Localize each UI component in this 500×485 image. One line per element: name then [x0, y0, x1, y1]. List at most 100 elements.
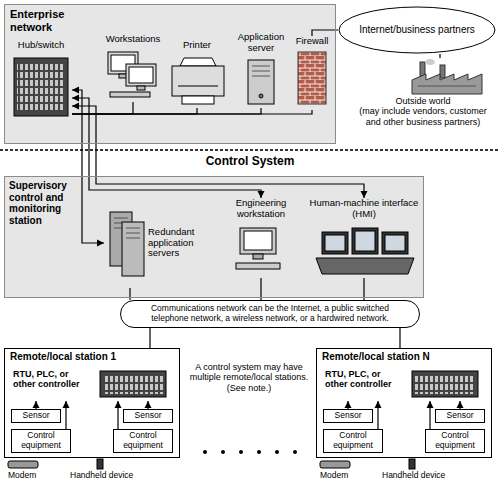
node-label: Control equipment	[14, 431, 68, 451]
panel-fill	[4, 4, 336, 144]
connector	[72, 98, 261, 198]
node-label: Firewall	[292, 36, 332, 47]
network-panel: Enterprise networkHub/switch Workstations…	[4, 4, 336, 144]
hmi-console: Human-machine interface (HMI)	[309, 198, 419, 278]
node-label: Internet/business partners	[359, 24, 475, 36]
engineering-workstation-icon	[236, 228, 280, 269]
arrowhead	[375, 401, 382, 408]
arrowhead	[97, 240, 104, 247]
equipment-box: Control equipment	[11, 429, 71, 453]
arrowhead	[345, 401, 352, 408]
connector	[72, 106, 364, 198]
application-server: Application server	[234, 32, 288, 108]
arrowhead	[72, 103, 79, 110]
server-icon	[248, 60, 274, 104]
node-label: Redundant application servers	[148, 227, 212, 260]
hub-switch: Hub/switch	[10, 40, 72, 120]
node-label: RTU, PLC, or other controller	[13, 369, 93, 390]
device-label: Modem	[8, 471, 68, 481]
device-label: Modem	[320, 471, 380, 481]
node-label: Communications network can be the Intern…	[133, 304, 407, 324]
handheld-icon	[97, 459, 415, 469]
sensor-box: Sensor	[323, 409, 373, 423]
node-label: RTU, PLC, or other controller	[325, 369, 405, 390]
arrowhead	[145, 401, 152, 408]
arrowhead	[33, 401, 40, 408]
printer-icon	[172, 58, 224, 104]
note-text: A control system may have multiple remot…	[188, 362, 310, 393]
arrowhead	[63, 401, 70, 408]
equipment-box: Control equipment	[113, 429, 173, 453]
remote-station: Remote/local station N RTU, PLC, or other…	[316, 348, 492, 458]
arrowhead	[361, 191, 368, 198]
firewall-icon	[298, 52, 326, 104]
node-label: Sensor	[126, 411, 170, 421]
device-label: Handheld device	[70, 471, 140, 481]
node-label: Outside world	[352, 96, 494, 106]
station-panel: Supervisory control and monitoring stati…	[4, 176, 424, 298]
ellipsis-dots	[203, 450, 297, 454]
node-label: Remote/local station N	[322, 351, 486, 363]
node-label: Application server	[234, 32, 288, 54]
hub-rack	[14, 58, 68, 116]
modem-icon	[8, 461, 350, 468]
outside-world: Outside world(may include vendors, custo…	[350, 58, 496, 144]
hmi-console-icon	[316, 228, 414, 274]
arrowhead	[258, 191, 265, 198]
engineering-workstation: Engineering workstation	[222, 198, 300, 278]
connector	[399, 328, 400, 349]
node-label: Workstations	[104, 34, 162, 45]
connector	[260, 278, 261, 300]
section-title: Control System	[150, 155, 350, 169]
sensor-box: Sensor	[435, 409, 485, 423]
arrowhead	[72, 87, 79, 94]
redundant-servers: Redundant application servers	[104, 198, 214, 288]
connector	[72, 108, 261, 114]
node-label: Sensor	[438, 411, 482, 421]
connector	[72, 90, 104, 243]
arrowhead	[115, 401, 122, 408]
node-note: (may include vendors, customer and other…	[352, 106, 494, 127]
connector	[72, 110, 312, 114]
factory-icon	[412, 59, 482, 94]
node-label: Remote/local station 1	[10, 351, 174, 363]
remote-station: Remote/local station 1 RTU, PLC, or other…	[4, 348, 180, 458]
connector	[363, 278, 364, 300]
internet-cloud: Internet/business partners	[338, 6, 496, 54]
server-pair-icon	[110, 212, 144, 276]
boundary-line	[0, 149, 500, 151]
node-label: Control equipment	[116, 431, 170, 451]
node-label: Control equipment	[428, 431, 482, 451]
node-label: Sensor	[14, 411, 58, 421]
workstation-icon	[108, 52, 156, 97]
equipment-box: Control equipment	[323, 429, 383, 453]
node-label: Engineering workstation	[222, 198, 300, 220]
network-note-box: Communications network can be the Intern…	[120, 300, 420, 328]
printer: Printer	[166, 40, 228, 108]
connector	[72, 102, 133, 114]
controller: RTU, PLC, or other controller	[11, 367, 175, 401]
arrowhead	[72, 95, 79, 102]
equipment-box: Control equipment	[425, 429, 485, 453]
arrowhead	[457, 401, 464, 408]
sensor-box: Sensor	[123, 409, 173, 423]
connector	[129, 288, 130, 300]
panel-fill	[4, 176, 424, 298]
device-label: Handheld device	[382, 471, 457, 481]
node-label: Sensor	[326, 411, 370, 421]
firewall: Firewall	[292, 36, 332, 110]
connector	[439, 54, 440, 58]
node-label: Hub/switch	[10, 40, 72, 51]
node-label: Enterprise network	[10, 8, 90, 33]
node-label: Control equipment	[326, 431, 380, 451]
node-label: Printer	[166, 40, 228, 51]
workstations: Workstations	[104, 34, 162, 102]
arrowhead	[427, 401, 434, 408]
connector	[72, 108, 197, 114]
connector	[149, 328, 150, 349]
controller: RTU, PLC, or other controller	[323, 367, 487, 401]
sensor-box: Sensor	[11, 409, 61, 423]
node-label: Human-machine interface (HMI)	[309, 198, 419, 220]
